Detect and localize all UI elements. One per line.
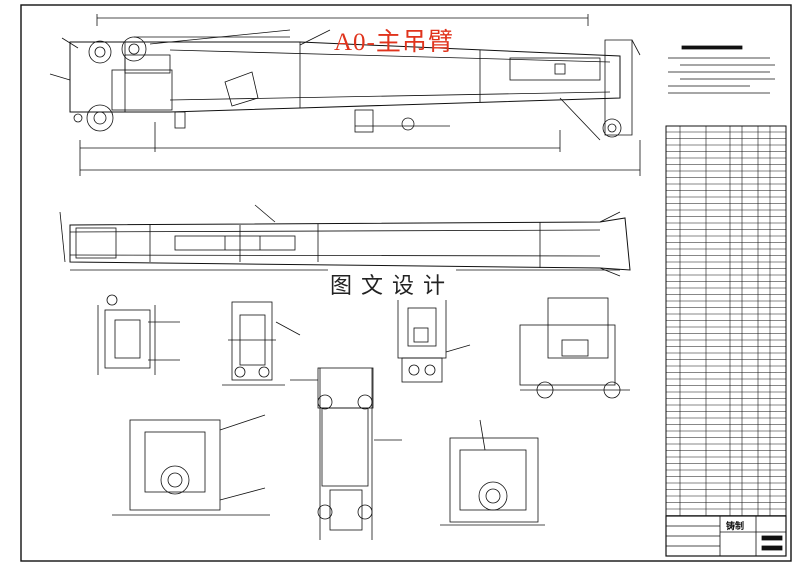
drawing-title-overlay: A0-主吊臂 <box>334 29 454 56</box>
technical-notes <box>668 45 775 94</box>
watermark-text: 图文设计 <box>328 268 457 300</box>
sheet-frame <box>20 4 792 562</box>
parts-list-rows <box>666 131 786 516</box>
title-block-heading: 铸制 <box>726 522 745 532</box>
parts-list-table <box>665 125 787 517</box>
section-views <box>97 294 630 540</box>
boom-elevation-view <box>49 14 641 176</box>
title-block <box>665 515 787 557</box>
boom-plan-view <box>59 204 631 277</box>
